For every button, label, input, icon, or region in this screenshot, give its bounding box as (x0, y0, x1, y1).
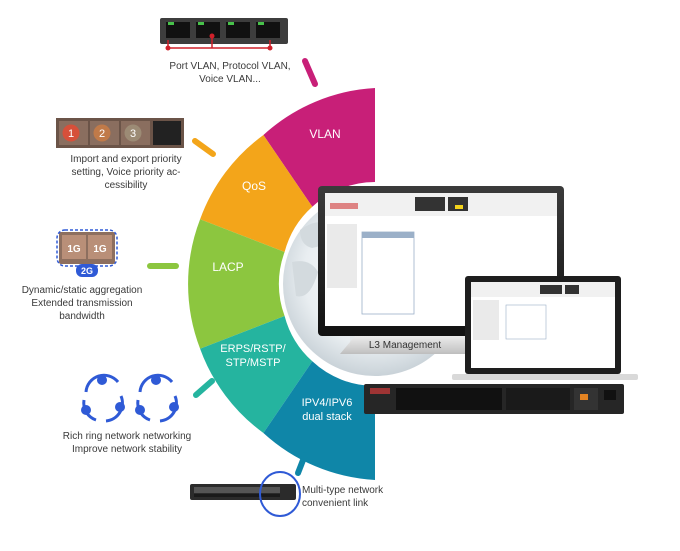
lacp-segment (188, 219, 285, 349)
network-switch-icon (190, 471, 301, 517)
ring-caption-line1: Rich ring network networking (62, 431, 192, 442)
lacp-caption-line2: Extended transmission (31, 298, 133, 309)
vlan-caption-line1: Port VLAN, Protocol VLAN, (169, 61, 291, 72)
ring-caption-line2: Improve network stability (71, 444, 183, 455)
erps-connector (193, 378, 215, 398)
qos-caption-line3: cessibility (104, 180, 148, 191)
lacp-label: LACP (212, 260, 243, 274)
vlan-label: VLAN (309, 127, 340, 141)
erps-segment (200, 316, 313, 433)
vlan-caption-line2: Voice VLAN... (199, 74, 261, 85)
priority-2-number: 2 (99, 128, 105, 140)
priority-ports-icon: 1 2 3 (56, 118, 184, 148)
monitor-label: L3 Management (369, 340, 441, 351)
qos-caption-line2: setting, Voice priority ac- (71, 167, 181, 178)
rack-switch-illustration (364, 384, 624, 414)
erps-label-line1: ERPS/RSTP/ (220, 343, 286, 355)
link-aggregation-icon: 1G 1G 2G (56, 229, 118, 277)
priority-1-number: 1 (68, 128, 74, 140)
agg-port-a-label: 1G (67, 244, 81, 255)
lacp-caption-line3: bandwidth (59, 311, 105, 322)
lacp-caption: Dynamic/static aggregation Extended tran… (2, 284, 162, 323)
link-caption-line1: Multi-type network (302, 485, 384, 496)
qos-caption: Import and export priority setting, Voic… (46, 153, 206, 192)
ring-caption: Rich ring network networking Improve net… (44, 430, 210, 456)
lacp-caption-line1: Dynamic/static aggregation (21, 285, 143, 296)
priority-3-number: 3 (130, 128, 136, 140)
feature-ring (188, 88, 375, 480)
ipv-label-line1: IPV4/IPV6 (302, 397, 353, 409)
qos-label: QoS (242, 179, 266, 193)
qos-segment (200, 135, 313, 252)
qos-connector (192, 138, 216, 157)
vlan-segment (263, 88, 375, 207)
qos-caption-line1: Import and export priority (70, 154, 182, 165)
ring-network-nodes (81, 375, 179, 415)
erps-label-line2: STP/MSTP (225, 357, 280, 369)
link-caption: Multi-type network convenient link (302, 484, 412, 510)
agg-total-label: 2G (81, 266, 93, 276)
vlan-connector (302, 58, 318, 87)
link-caption-line2: convenient link (302, 498, 369, 509)
ipv-label-line2: dual stack (302, 411, 352, 423)
ipv-connector (295, 452, 308, 476)
ipv-segment (263, 361, 375, 480)
vlan-caption: Port VLAN, Protocol VLAN, Voice VLAN... (150, 60, 310, 86)
ethernet-ports-icon (160, 18, 288, 51)
laptop-illustration (452, 276, 638, 380)
agg-port-b-label: 1G (93, 244, 107, 255)
